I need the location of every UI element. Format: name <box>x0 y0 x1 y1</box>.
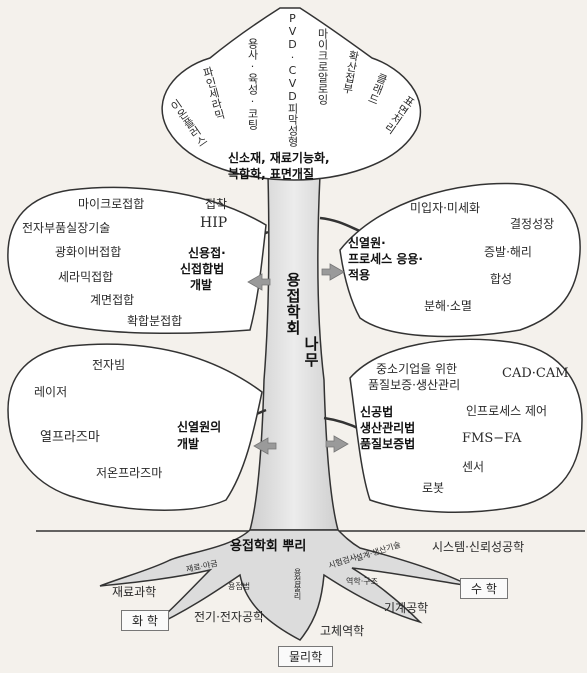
lu-optical-fiber: 광화이버접합 <box>55 245 122 259</box>
root-welding-physics: 용접물리 <box>293 568 302 600</box>
arrow-left-lower <box>253 437 277 455</box>
rl-center-2: 생산관리법 <box>360 421 416 435</box>
top-lobe <box>161 7 422 181</box>
top-center-1: 신소재, 재료기능화, <box>228 151 330 165</box>
left-lower-lobe <box>7 343 263 511</box>
box-mathematics: 수 학 <box>460 578 508 599</box>
outer-systems-reliability: 시스템·신뢰성공학 <box>432 540 525 554</box>
box-physics: 물리학 <box>278 646 334 667</box>
ll-center-2: 개발 <box>177 437 200 451</box>
left-upper-lobe <box>7 186 267 335</box>
rl-fms-fa: FMS−FA <box>462 431 522 446</box>
roots-title: 용접학회 뿌리 <box>230 539 307 554</box>
lu-micro-joining: 마이크로접합 <box>78 197 145 211</box>
outer-electrical-engineering: 전기·전자공학 <box>194 610 265 624</box>
outer-materials-science: 재료과학 <box>112 585 157 599</box>
lu-electronic-mount: 전자부품실장기술 <box>22 221 111 235</box>
lu-center-3: 개발 <box>190 278 213 292</box>
ru-micro-particle: 미입자·미세화 <box>410 201 481 215</box>
rl-quality-production: 품질보증·생산관리 <box>368 378 461 392</box>
root-welding-method: 용접법 <box>228 582 251 591</box>
ll-electron-beam: 전자빔 <box>92 358 126 372</box>
lu-interface-joining: 계면접합 <box>90 293 135 307</box>
right-lower-lobe <box>349 338 583 513</box>
top-item-pvd-cvd: PVD·CVD피막성형 <box>286 12 299 147</box>
ll-center-1: 신열원의 <box>177 420 222 434</box>
ru-synthesis: 합성 <box>490 272 513 286</box>
arrows <box>247 263 349 455</box>
rl-sme: 중소기업을 위한 <box>376 362 458 376</box>
arrow-right-upper <box>321 263 345 281</box>
root-mechanics-structure: 역학·구조 <box>346 577 378 586</box>
ru-decomposition: 분해·소멸 <box>424 299 472 313</box>
ru-evaporation: 증발·해리 <box>484 245 532 259</box>
trunk-title-2: 나무 <box>302 336 320 368</box>
ru-center-1: 신열원· <box>348 236 386 250</box>
ru-center-2: 프로세스 응용· <box>348 252 423 266</box>
trunk-title-1: 용접학회 <box>284 272 302 336</box>
top-item-spray-coating: 용사·육성·코팅 <box>246 38 259 130</box>
rl-inprocess-control: 인프로세스 제어 <box>466 404 548 418</box>
lu-hip: HIP <box>200 215 228 231</box>
outer-mechanical-engineering: 기계공학 <box>384 601 429 615</box>
rl-robot: 로봇 <box>422 481 445 495</box>
lu-center-1: 신용접· <box>188 246 226 260</box>
ll-laser: 레이저 <box>34 385 68 399</box>
rl-center-1: 신공법 <box>360 405 394 419</box>
arrow-right-lower <box>325 435 349 453</box>
ll-thermal-plasma: 열프라즈마 <box>40 430 100 445</box>
arrow-left-upper <box>247 273 271 291</box>
lu-ceramic-joining: 세라믹접합 <box>58 270 114 284</box>
ll-low-temp-plasma: 저온프라즈마 <box>96 466 163 480</box>
lu-center-2: 신접합법 <box>180 262 225 276</box>
ru-crystal-growth: 결정성장 <box>510 217 555 231</box>
lu-compound-joining: 확합분접합 <box>127 314 183 328</box>
ru-center-3: 적용 <box>348 268 371 282</box>
right-upper-lobe <box>339 182 581 338</box>
rl-center-3: 품질보증법 <box>360 437 416 451</box>
box-chemistry: 화 학 <box>121 610 169 631</box>
top-item-micro-alloying: 마이크로알로잉 <box>316 28 329 105</box>
outer-solid-mechanics: 고체역학 <box>320 624 365 638</box>
rl-cad-cam: CAD·CAM <box>502 366 569 381</box>
top-center-2: 복합화, 표면개질 <box>228 167 315 181</box>
lu-adhesion: 접착 <box>205 197 228 211</box>
rl-sensor: 센서 <box>462 460 485 474</box>
